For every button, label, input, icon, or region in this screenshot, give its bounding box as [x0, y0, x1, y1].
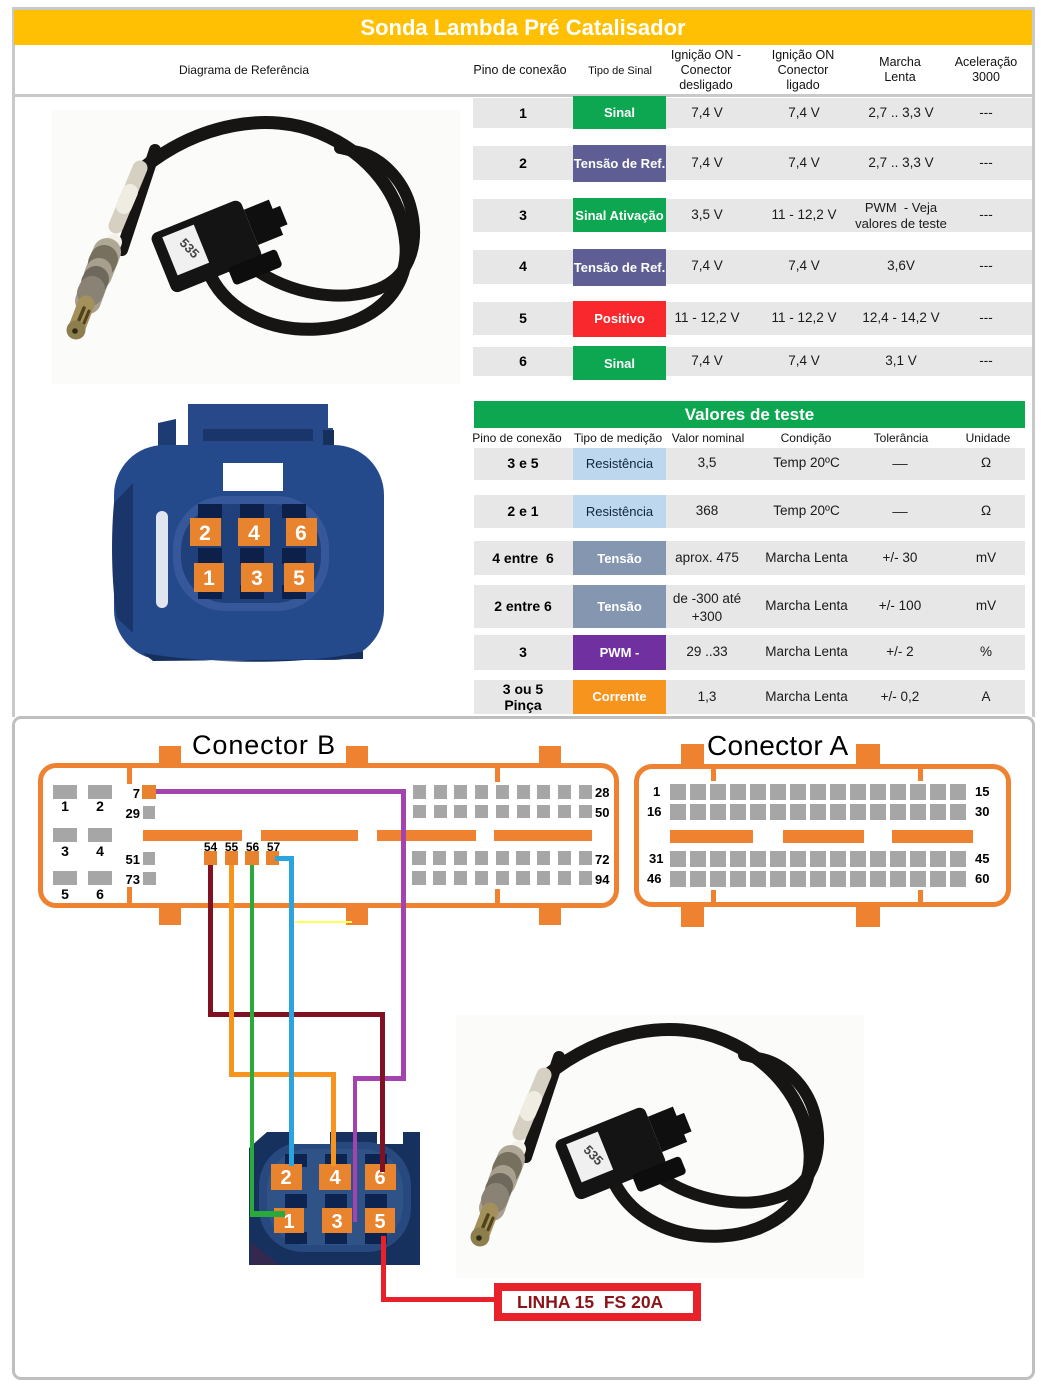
svg-text:4: 4 [248, 522, 260, 545]
svg-text:1: 1 [203, 567, 215, 590]
svg-text:5: 5 [374, 1211, 385, 1233]
svg-text:4: 4 [329, 1167, 341, 1189]
svg-text:1: 1 [283, 1211, 294, 1233]
svg-text:6: 6 [295, 522, 307, 545]
svg-text:6: 6 [374, 1167, 385, 1189]
svg-text:5: 5 [293, 567, 305, 590]
svg-text:2: 2 [280, 1167, 291, 1189]
svg-text:2: 2 [199, 522, 211, 545]
svg-text:3: 3 [331, 1211, 342, 1233]
svg-text:3: 3 [251, 567, 263, 590]
